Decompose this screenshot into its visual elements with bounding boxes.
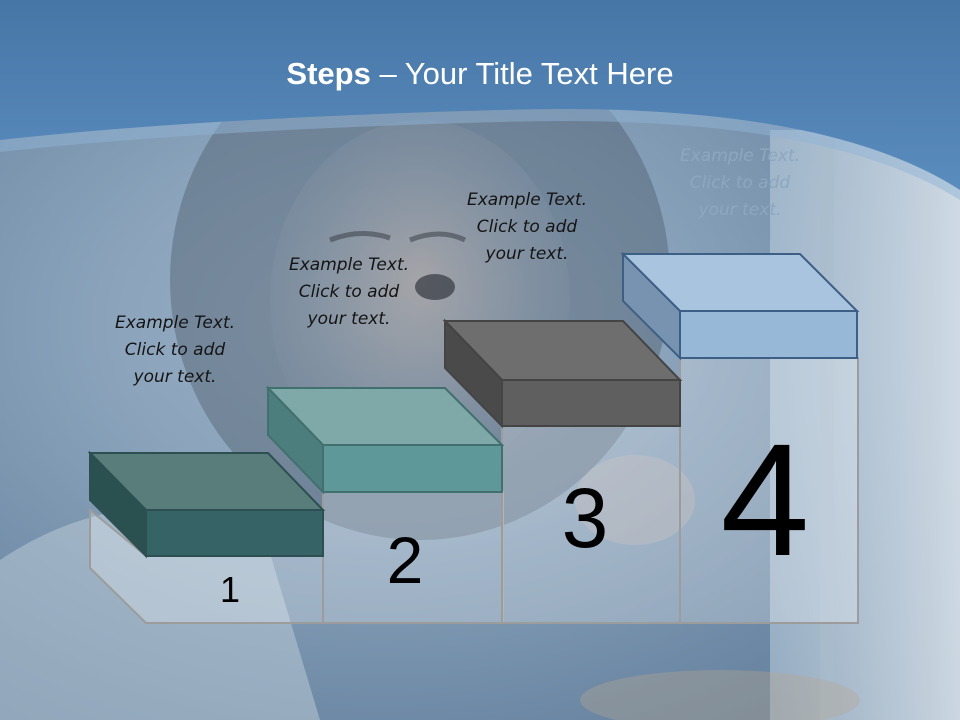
slide-title[interactable]: Steps – Your Title Text Here — [0, 52, 960, 96]
step-2-caption[interactable]: Example Text. Click to add your text. — [259, 252, 439, 333]
step-4-front — [679, 310, 858, 359]
step-1-caption[interactable]: Example Text. Click to add your text. — [85, 310, 265, 391]
step-2-front — [322, 444, 503, 493]
step-2-caption-line-2: Click to add — [298, 282, 400, 302]
title-bold: Steps — [286, 56, 371, 91]
step-4-caption[interactable]: Example Text. Click to add your text. — [650, 143, 830, 224]
step-3-caption-line-3: your text. — [485, 244, 569, 264]
step-4-number: 4 — [720, 410, 810, 589]
stair-frame-2 — [322, 491, 504, 624]
step-4-caption-line-3: your text. — [698, 200, 782, 220]
title-rest: – Your Title Text Here — [370, 56, 674, 91]
step-1-caption-line-2: Click to add — [124, 340, 226, 360]
step-3-block[interactable] — [442, 318, 683, 429]
step-4-caption-line-1: Example Text. — [679, 146, 801, 166]
step-1-number: 1 — [219, 569, 241, 610]
step-4-block[interactable] — [620, 251, 860, 361]
step-1-front — [145, 509, 324, 557]
step-3-caption-line-1: Example Text. — [466, 190, 588, 210]
step-2-number: 2 — [386, 523, 424, 597]
step-1-block[interactable] — [87, 450, 326, 559]
step-1-caption-line-1: Example Text. — [114, 313, 236, 333]
stair-frame-3 — [501, 425, 681, 624]
step-3-caption[interactable]: Example Text. Click to add your text. — [437, 187, 617, 268]
step-3-number: 3 — [561, 471, 609, 565]
step-3-front — [501, 379, 681, 427]
step-2-block[interactable] — [265, 385, 505, 495]
stair-frame-4 — [679, 357, 859, 624]
step-1-caption-line-3: your text. — [133, 367, 217, 387]
step-2-caption-line-3: your text. — [307, 309, 391, 329]
step-2-caption-line-1: Example Text. — [288, 255, 410, 275]
step-4-caption-line-2: Click to add — [689, 173, 791, 193]
step-3-caption-line-2: Click to add — [476, 217, 578, 237]
